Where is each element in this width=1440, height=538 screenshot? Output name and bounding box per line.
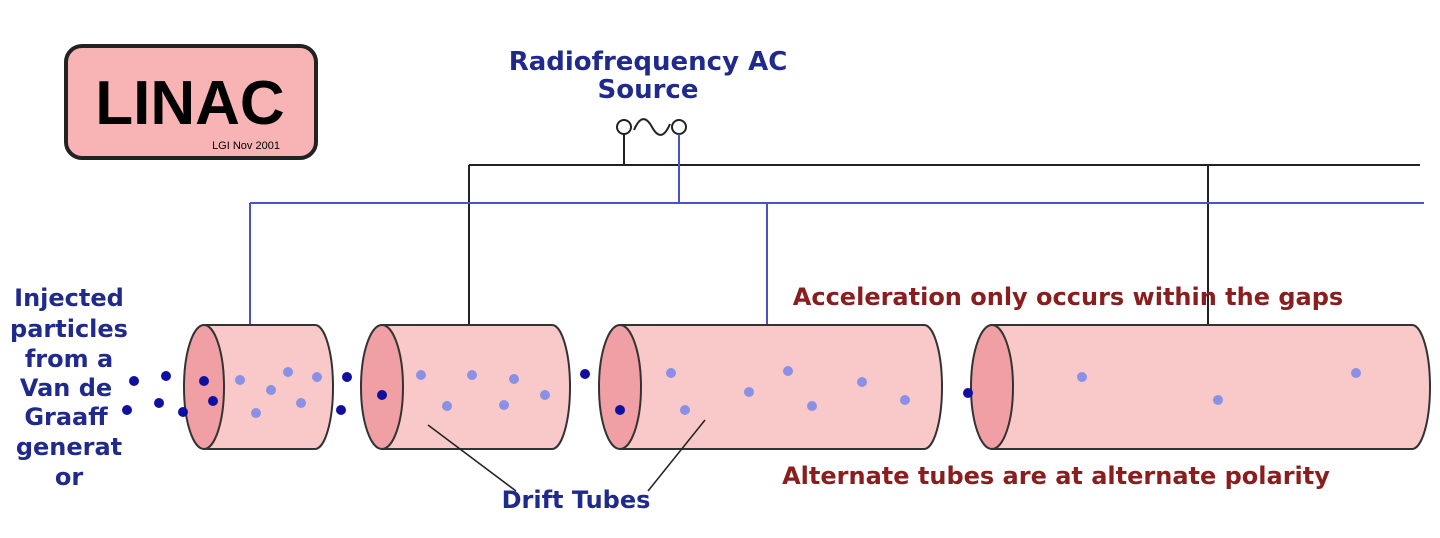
injection-label-line: Graaff <box>24 403 108 431</box>
drift-tube-1 <box>183 324 334 450</box>
pointer-line <box>427 424 517 492</box>
particle <box>1213 395 1223 405</box>
drift-tube-3 <box>598 324 943 450</box>
particle <box>336 405 346 415</box>
particle <box>122 405 132 415</box>
particle <box>900 395 910 405</box>
particle <box>467 370 477 380</box>
particle <box>783 366 793 376</box>
particle <box>1351 368 1361 378</box>
particle <box>161 371 171 381</box>
polarity-note: Alternate tubes are at alternate polarit… <box>782 462 1330 490</box>
injection-label-line: Van de <box>20 374 112 402</box>
particle <box>377 390 387 400</box>
rf-source: Radiofrequency AC Source <box>509 47 788 136</box>
injection-label-line: Injected <box>14 284 124 312</box>
injection-label-line: from a <box>25 345 113 373</box>
drift-tubes-label: Drift Tubes <box>502 486 651 514</box>
particle <box>342 372 352 382</box>
particle <box>283 367 293 377</box>
particle <box>251 408 261 418</box>
drift-tube-4 <box>970 324 1431 450</box>
particle <box>129 376 139 386</box>
logo-box <box>64 44 318 160</box>
rf-source-label-line2: Source <box>598 75 699 105</box>
particle <box>312 372 322 382</box>
logo-title: LINAC <box>95 69 284 138</box>
drift-tubes <box>183 324 1431 450</box>
particle <box>199 376 209 386</box>
particle <box>235 375 245 385</box>
particle <box>296 398 306 408</box>
particle <box>1077 372 1087 382</box>
linac-logo: LINAC LGI Nov 2001 <box>64 44 318 160</box>
particle <box>580 369 590 379</box>
particle <box>208 396 218 406</box>
wiring <box>249 134 1424 325</box>
particle <box>442 401 452 411</box>
logo-credit: LGI Nov 2001 <box>212 140 280 152</box>
particle <box>666 368 676 378</box>
rf-source-label-line1: Radiofrequency AC <box>509 47 788 77</box>
particle <box>680 405 690 415</box>
particle <box>499 400 509 410</box>
particle <box>615 405 625 415</box>
ac-source-icon <box>616 118 687 136</box>
injection-label-line: or <box>55 463 83 491</box>
injection-label-line: generat <box>16 433 122 461</box>
particle <box>416 370 426 380</box>
particle <box>744 387 754 397</box>
particle <box>178 407 188 417</box>
gap-note: Acceleration only occurs within the gaps <box>793 283 1343 311</box>
particle <box>509 374 519 384</box>
particle <box>807 401 817 411</box>
particle <box>857 377 867 387</box>
injection-label: Injected particles from a Van de Graaff … <box>10 284 128 491</box>
particle <box>154 398 164 408</box>
pointer-line <box>647 419 706 492</box>
injection-label-line: particles <box>10 315 128 343</box>
particle <box>540 390 550 400</box>
particles <box>122 366 1361 418</box>
particle <box>266 385 276 395</box>
drift-tubes-callout: Drift Tubes <box>427 419 706 514</box>
drift-tube-2 <box>360 324 571 450</box>
particle <box>963 388 973 398</box>
